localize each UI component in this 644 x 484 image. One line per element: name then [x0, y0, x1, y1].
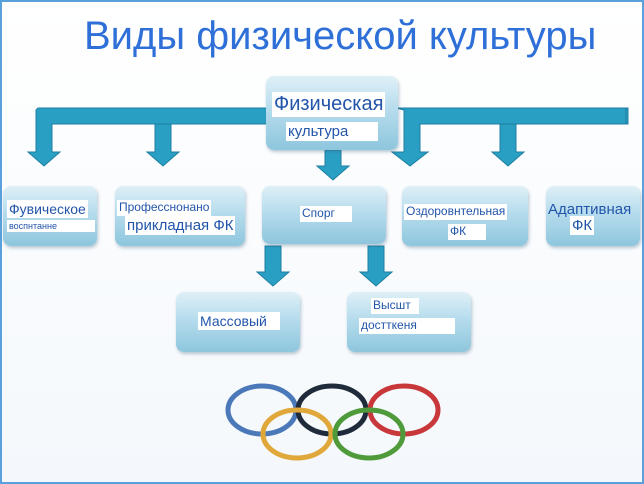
arrow-to-massovy: [255, 245, 291, 287]
node-label-line2: ФК: [570, 216, 595, 236]
arrow-right-end: [625, 107, 629, 125]
arrow-to-sport: [315, 149, 351, 181]
node-label: Спорг: [300, 206, 352, 222]
node-label-line2: прикладная ФК: [125, 216, 236, 236]
node-label-line1: Фувическое: [7, 200, 88, 219]
node-label-line2: ФК: [448, 224, 486, 240]
node-massovy: Массовый: [176, 292, 300, 352]
arrow-to-prof: [145, 123, 181, 167]
node-label-line1: Физическая: [272, 92, 386, 117]
node-label-line1: Оздоровнтельная: [404, 204, 508, 220]
node-ozdorovitelnaya: Оздоровнтельная ФК: [402, 186, 528, 246]
node-vysshie-dostizheniya: Высшт достткеня: [347, 292, 471, 352]
arrow-to-adaptive: [490, 123, 526, 167]
node-fiz-vospitanie: Фувическое воспнтанне: [3, 186, 97, 246]
node-label-line2: достткеня: [359, 318, 455, 334]
node-sport: Спорг: [262, 186, 386, 244]
node-label-line1: Высшт: [371, 298, 419, 314]
node-prof-prikladnaya: Професснонано прикладная ФК: [115, 186, 245, 246]
arrow-to-vysshie: [358, 245, 394, 287]
olympic-rings-icon: [225, 383, 441, 461]
node-label-line2: воспнтанне: [7, 220, 95, 233]
node-fizicheskaya-kultura: Физическая культура: [266, 76, 398, 150]
node-label-line1: Адаптивная: [548, 201, 632, 218]
slide-title: Виды физической культуры: [84, 14, 597, 58]
node-adaptivnaya: Адаптивная ФК: [546, 186, 640, 246]
node-label-line1: Професснонано: [117, 200, 212, 216]
arrow-connector-left: [26, 107, 269, 167]
node-label-line2: культура: [286, 122, 378, 142]
node-label: Массовый: [198, 312, 280, 331]
